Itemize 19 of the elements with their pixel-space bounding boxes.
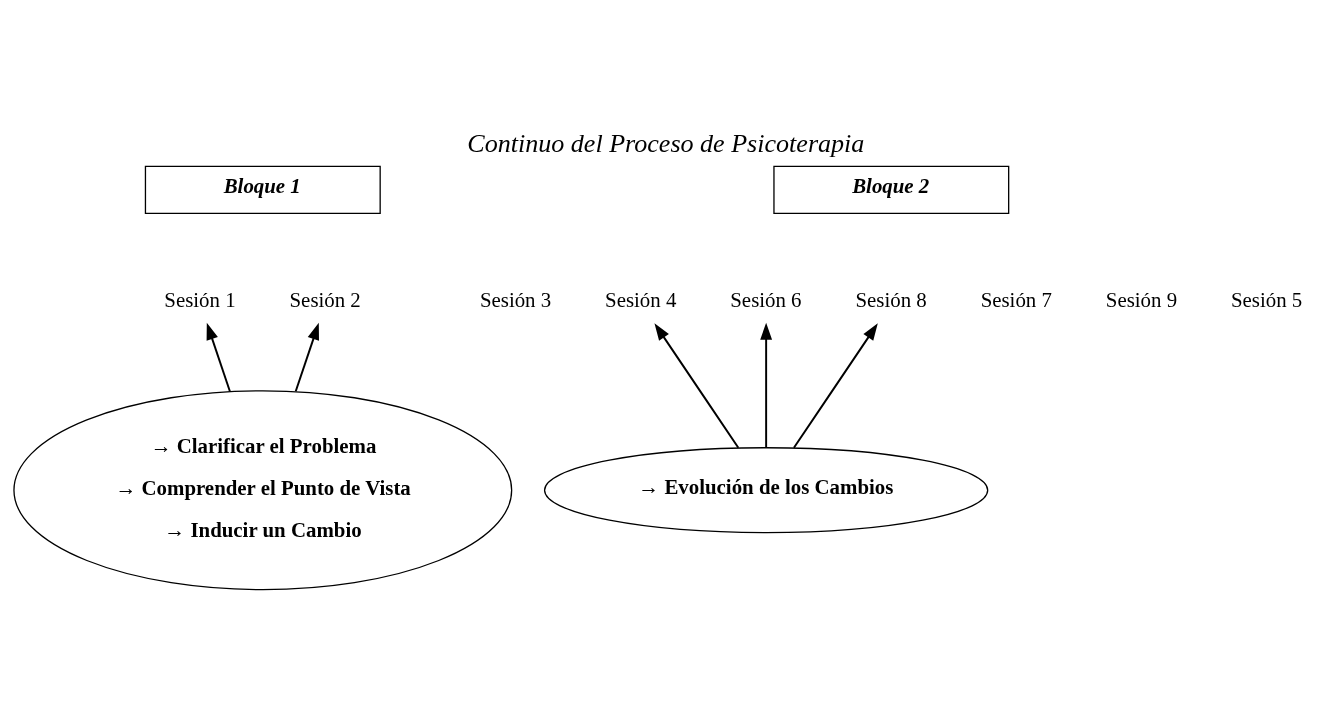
arrow	[760, 322, 773, 449]
arrow	[206, 322, 231, 393]
node-text: Sesión 4	[605, 287, 677, 312]
node-text: Sesión 3	[479, 287, 552, 312]
arrow	[654, 323, 740, 449]
arrow	[294, 322, 319, 393]
node-text: Sesión 8	[855, 287, 927, 312]
node-text: Sesión 2	[289, 287, 361, 312]
arrow	[792, 323, 878, 449]
node-ellipse: → Evolución de los Cambios	[543, 447, 989, 534]
node-text: Sesión 7	[980, 287, 1052, 312]
diagram-title: Continuo del Proceso de Psicoterapia	[467, 128, 865, 158]
node-ellipse: → Clarificar el Problema → Comprender el Punto de Vista → Inducir un Cambio	[13, 390, 513, 591]
node-text: Sesión 6	[730, 287, 802, 312]
node-text: Sesión 1	[164, 287, 236, 312]
node-text: Sesión 5	[1231, 287, 1303, 312]
node-box: Bloque 2	[773, 165, 1010, 214]
node-box: Bloque 1	[144, 165, 381, 214]
node-text: Sesión 9	[1105, 287, 1178, 312]
